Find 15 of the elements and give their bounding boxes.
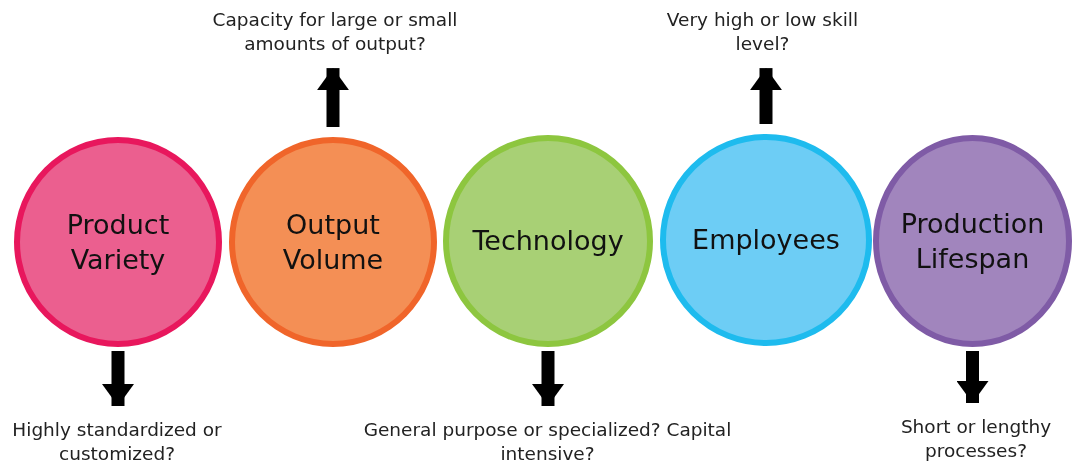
question-text: Very high or low skill level? <box>655 8 870 57</box>
block-arrow <box>750 68 782 124</box>
factor-title: Product Variety <box>65 207 171 277</box>
question-text: Short or lengthy processes? <box>880 415 1072 464</box>
block-arrow <box>532 351 564 406</box>
block-arrow <box>956 351 989 403</box>
block-arrow <box>317 68 349 127</box>
factor-title: Output Volume <box>281 207 385 277</box>
question-text: General purpose or specialized? Capital intensive? <box>360 418 735 467</box>
question-text: Capacity for large or small amounts of output? <box>200 8 470 57</box>
question-text: Highly standardized or customized? <box>0 418 234 467</box>
factor-title: Production Lifespan <box>899 206 1046 276</box>
block-arrow <box>102 351 134 406</box>
factor-title: Employees <box>691 223 841 258</box>
factor-title: Technology <box>471 224 625 259</box>
